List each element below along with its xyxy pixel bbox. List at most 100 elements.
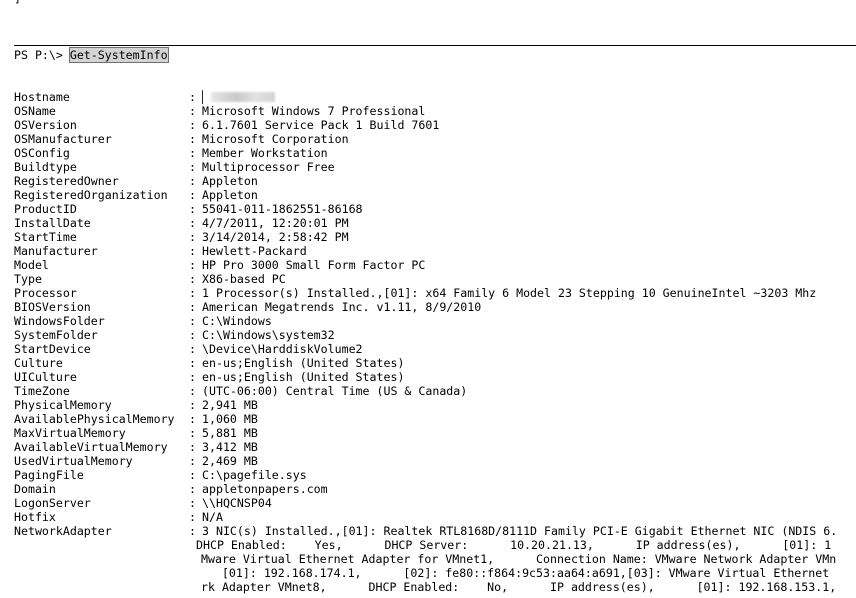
property-value-text: 4/7/2011, 12:20:01 PM (202, 216, 349, 230)
property-value: 3 NIC(s) Installed.,[01]: Realtek RTL816… (202, 524, 837, 538)
property-value: Microsoft Corporation (202, 132, 349, 146)
property-key: Manufacturer (14, 244, 98, 258)
property-separator: : (189, 216, 196, 230)
previous-output-fragment: ] (14, 0, 21, 5)
property-separator: : (189, 258, 196, 272)
property-key: OSManufacturer (14, 132, 112, 146)
property-value: X86-based PC (202, 272, 286, 286)
property-value: C:\pagefile.sys (202, 468, 307, 482)
property-value: Microsoft Windows 7 Professional (202, 104, 425, 118)
property-separator: : (189, 104, 196, 118)
property-value-text: ▏ (202, 90, 209, 104)
property-key: InstallDate (14, 216, 91, 230)
property-value: 3/14/2014, 2:58:42 PM (202, 230, 349, 244)
network-adapter-continuation-3: [01]: 192.168.174.1, [02]: fe80::f864:9c… (201, 566, 830, 580)
property-value: Member Workstation (202, 146, 328, 160)
property-separator: : (189, 398, 196, 412)
property-value: 5,881 MB (202, 426, 258, 440)
property-value: \Device\HarddiskVolume2 (202, 342, 363, 356)
property-key: Culture (14, 356, 63, 370)
property-separator: : (189, 426, 196, 440)
property-key: PagingFile (14, 468, 84, 482)
property-key: RegisteredOrganization (14, 188, 168, 202)
property-key: OSName (14, 104, 56, 118)
property-key: AvailablePhysicalMemory (14, 412, 175, 426)
command-text-selected[interactable]: Get-SystemInfo (68, 47, 169, 63)
property-separator: : (189, 342, 196, 356)
property-value: ▏ (202, 90, 275, 104)
property-key: NetworkAdapter (14, 524, 112, 538)
property-value-text: en-us;English (United States) (202, 356, 405, 370)
property-value: Appleton (202, 188, 258, 202)
property-value-text: 5,881 MB (202, 426, 258, 440)
property-separator: : (189, 370, 196, 384)
property-key: PhysicalMemory (14, 398, 112, 412)
property-separator: : (189, 202, 196, 216)
property-value: 55041-011-1862551-86168 (202, 202, 363, 216)
property-value-text: Hewlett-Packard (202, 244, 307, 258)
property-separator: : (189, 244, 196, 258)
property-value-text: 1,060 MB (202, 412, 258, 426)
property-separator: : (189, 468, 196, 482)
property-separator: : (189, 118, 196, 132)
property-value-text: \\HQCNSP04 (202, 496, 272, 510)
property-key: AvailableVirtualMemory (14, 440, 168, 454)
property-separator: : (189, 90, 196, 104)
property-separator: : (189, 132, 196, 146)
property-separator: : (189, 412, 196, 426)
property-value: 2,469 MB (202, 454, 258, 468)
property-key: RegisteredOwner (14, 174, 119, 188)
property-value-text: Appleton (202, 174, 258, 188)
property-separator: : (189, 524, 196, 538)
property-key: MaxVirtualMemory (14, 426, 126, 440)
property-value: (UTC-06:00) Central Time (US & Canada) (202, 384, 467, 398)
separator-line (14, 45, 856, 46)
property-value-text: C:\Windows (202, 314, 272, 328)
property-value-text: Multiprocessor Free (202, 160, 335, 174)
property-key: WindowsFolder (14, 314, 105, 328)
property-value: N/A (202, 510, 223, 524)
property-value: 6.1.7601 Service Pack 1 Build 7601 (202, 118, 439, 132)
property-separator: : (189, 300, 196, 314)
property-value-text: Microsoft Corporation (202, 132, 349, 146)
property-value: HP Pro 3000 Small Form Factor PC (202, 258, 425, 272)
property-key: ProductID (14, 202, 77, 216)
property-value: 4/7/2011, 12:20:01 PM (202, 216, 349, 230)
property-value-text: 3,412 MB (202, 440, 258, 454)
property-key: StartTime (14, 230, 77, 244)
command-prompt-line[interactable]: PS P:\> Get-SystemInfo (14, 47, 169, 63)
property-separator: : (189, 314, 196, 328)
property-key: Processor (14, 286, 77, 300)
property-value-text: \Device\HarddiskVolume2 (202, 342, 363, 356)
property-key: OSVersion (14, 118, 77, 132)
property-separator: : (189, 440, 196, 454)
property-value-text: Microsoft Windows 7 Professional (202, 104, 426, 118)
property-value-text: 2,469 MB (202, 454, 258, 468)
property-value: en-us;English (United States) (202, 370, 404, 384)
property-value: Multiprocessor Free (202, 160, 335, 174)
property-value-text: en-us;English (United States) (202, 370, 405, 384)
property-value: Appleton (202, 174, 258, 188)
property-key: Hotfix (14, 510, 56, 524)
property-separator: : (189, 482, 196, 496)
property-value: en-us;English (United States) (202, 356, 404, 370)
property-value-text: C:\pagefile.sys (202, 468, 307, 482)
property-value-text: 6.1.7601 Service Pack 1 Build 7601 (202, 118, 440, 132)
property-separator: : (189, 230, 196, 244)
property-value-text: 55041-011-1862551-86168 (202, 202, 363, 216)
property-key: TimeZone (14, 384, 70, 398)
property-value: appletonpapers.com (202, 482, 328, 496)
property-key: Hostname (14, 90, 70, 104)
property-key: BIOSVersion (14, 300, 91, 314)
network-adapter-continuation-4: rk Adapter VMnet8, DHCP Enabled: No, IP … (201, 580, 837, 594)
property-value-text: X86-based PC (202, 272, 286, 286)
property-separator: : (189, 272, 196, 286)
property-value-text: 1 Processor(s) Installed.,[01]: x64 Fami… (202, 286, 817, 300)
property-value-text: HP Pro 3000 Small Form Factor PC (202, 258, 426, 272)
property-value-text: N/A (202, 510, 223, 524)
property-value: Hewlett-Packard (202, 244, 307, 258)
property-key: UICulture (14, 370, 77, 384)
property-value-text: C:\Windows\system32 (202, 328, 335, 342)
property-separator: : (189, 174, 196, 188)
